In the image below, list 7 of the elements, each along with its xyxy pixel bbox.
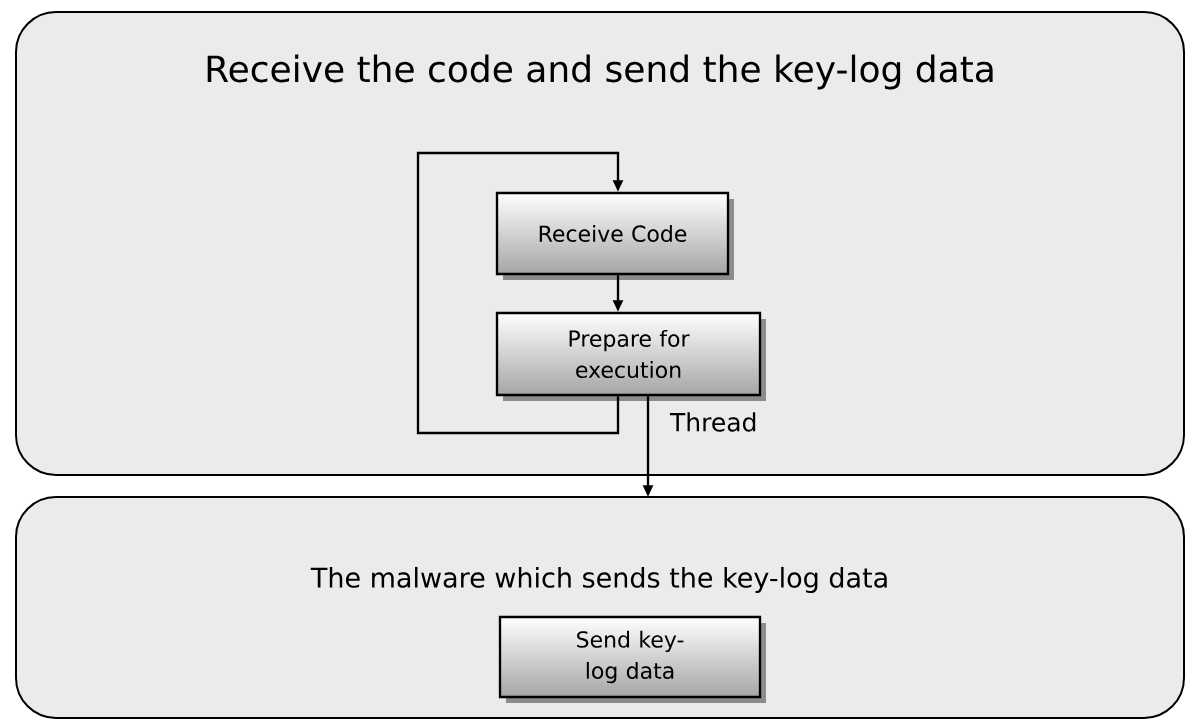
panel-heading: The malware which sends the key-log data xyxy=(310,566,887,594)
process-box: Send key-log data xyxy=(498,615,766,703)
process-box: Prepare for execution xyxy=(495,311,766,401)
process-box: Receive Code xyxy=(495,191,734,280)
edge-label: Thread xyxy=(668,410,760,434)
arrow xyxy=(416,151,624,435)
panel-heading: Receive the code and send the key-log data xyxy=(207,54,993,90)
